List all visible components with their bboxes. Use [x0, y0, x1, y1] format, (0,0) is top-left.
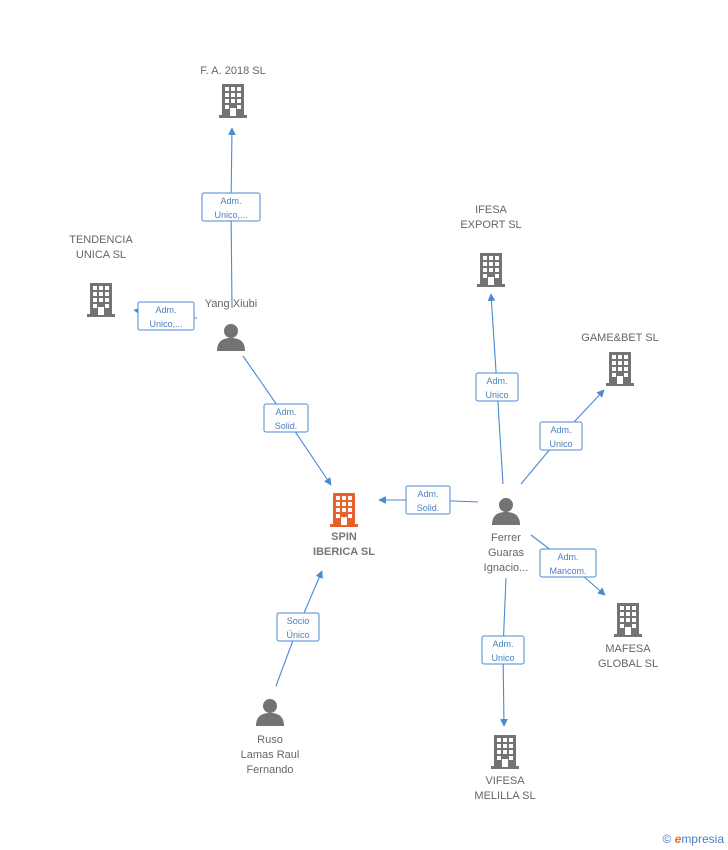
node-label: GLOBAL SL: [598, 658, 658, 670]
edge-ferrer-spin: Adm. Solid.: [378, 485, 479, 515]
edge-label-text: Solid.: [275, 421, 298, 431]
node-label: UNICA SL: [76, 249, 126, 261]
edge-label-box: [263, 403, 309, 433]
copyright-symbol: ©: [662, 832, 672, 846]
edge-label-box: [539, 548, 597, 578]
building-icon: [330, 493, 358, 527]
edge-ferrer-vifesa: Adm. Unico: [481, 577, 525, 727]
building-icon: [477, 253, 505, 287]
node-tendencia[interactable]: TENDENCIA UNICA SL: [69, 234, 133, 317]
node-mafesa[interactable]: MAFESA GLOBAL SL: [598, 603, 658, 670]
edge-label-text: Adm.: [557, 552, 578, 562]
edge-label-box: [481, 635, 525, 665]
node-vifesa[interactable]: VIFESA MELILLA SL: [474, 735, 536, 802]
node-label: IFESA: [475, 204, 507, 216]
node-ferrer[interactable]: FerrerGuarasIgnacio...: [484, 498, 529, 574]
building-icon: [606, 352, 634, 386]
edge-label-text: Adm.: [492, 639, 513, 649]
edge-label-text: Unico,...: [149, 319, 182, 329]
node-label: TENDENCIA: [69, 234, 133, 246]
edge-label-text: Adm.: [486, 376, 507, 386]
building-icon: [219, 84, 247, 118]
edge-ferrer-mafesa: Adm. Mancom.: [530, 534, 606, 596]
node-label: Guaras: [488, 547, 525, 559]
node-label: Ferrer: [491, 532, 521, 544]
edge-label-box: [137, 301, 195, 331]
node-label: EXPORT SL: [460, 219, 521, 231]
node-label: F. A. 2018 SL: [200, 65, 265, 77]
edge-label-box: [276, 612, 320, 642]
edges-layer: Adm.Unico,...Adm.Unico,...Adm.Solid.Adm.…: [133, 127, 606, 727]
node-label: Ignacio...: [484, 562, 529, 574]
edge-label-text: Adm.: [550, 425, 571, 435]
edge-label-box: [539, 421, 583, 451]
edge-yang-spin: Adm. Solid.: [242, 355, 332, 486]
node-ifesa[interactable]: IFESA EXPORT SL: [460, 204, 522, 287]
edge-label-text: Unico: [549, 439, 572, 449]
brand-initial: e: [674, 832, 682, 846]
node-label: GAME&BET SL: [581, 332, 658, 344]
node-label: Ruso: [257, 734, 283, 746]
person-icon: [217, 324, 245, 351]
node-gamebet[interactable]: GAME&BET SL: [581, 332, 659, 386]
node-label: Yang Xiubi: [205, 298, 257, 310]
node-label: SPIN: [331, 531, 357, 543]
brand-name: mpresia: [681, 832, 724, 846]
node-label: IBERICA SL: [313, 546, 375, 558]
node-label: Fernando: [246, 764, 293, 776]
building-icon: [491, 735, 519, 769]
node-label: MAFESA: [605, 643, 651, 655]
edge-label-text: Socio: [287, 616, 310, 626]
edge-label-text: Unico: [491, 653, 514, 663]
edge-ferrer-gamebet: Adm. Unico: [520, 389, 605, 485]
person-icon: [492, 498, 520, 525]
edge-label-text: Unico: [485, 390, 508, 400]
edge-label-text: Solid.: [417, 503, 440, 513]
node-label: Lamas Raul: [241, 749, 300, 761]
node-yang[interactable]: Yang Xiubi: [205, 298, 257, 351]
edge-ferrer-ifesa: Adm. Unico: [475, 293, 519, 485]
edge-yang-tendencia: Adm. Unico,...: [133, 301, 198, 331]
edge-label-text: Adm.: [155, 305, 176, 315]
edge-label-text: Adm.: [417, 489, 438, 499]
edge-label-text: Adm.: [220, 196, 241, 206]
edge-label-text: Único: [286, 630, 309, 640]
node-spin[interactable]: SPIN IBERICA SL: [313, 493, 375, 558]
building-icon: [614, 603, 642, 637]
edge-label-box: [405, 485, 451, 515]
edge-yang-fa2018: Adm. Unico,...: [201, 127, 261, 309]
node-fa2018[interactable]: F. A. 2018 SL: [200, 65, 266, 118]
building-icon: [87, 283, 115, 317]
edge-label-box: [475, 372, 519, 402]
edge-label-text: Unico,...: [214, 210, 247, 220]
person-icon: [256, 699, 284, 726]
edge-label-text: Adm.: [275, 407, 296, 417]
node-label: VIFESA: [485, 775, 525, 787]
edge-label-text: Mancom.: [549, 566, 586, 576]
nodes-layer: SPIN IBERICA SL F. A. 2018 SL TENDENCIA UNIC…: [69, 65, 659, 802]
empresia-watermark: © empresia: [662, 832, 724, 846]
node-label: MELILLA SL: [474, 790, 535, 802]
edge-label-box: [201, 192, 261, 222]
